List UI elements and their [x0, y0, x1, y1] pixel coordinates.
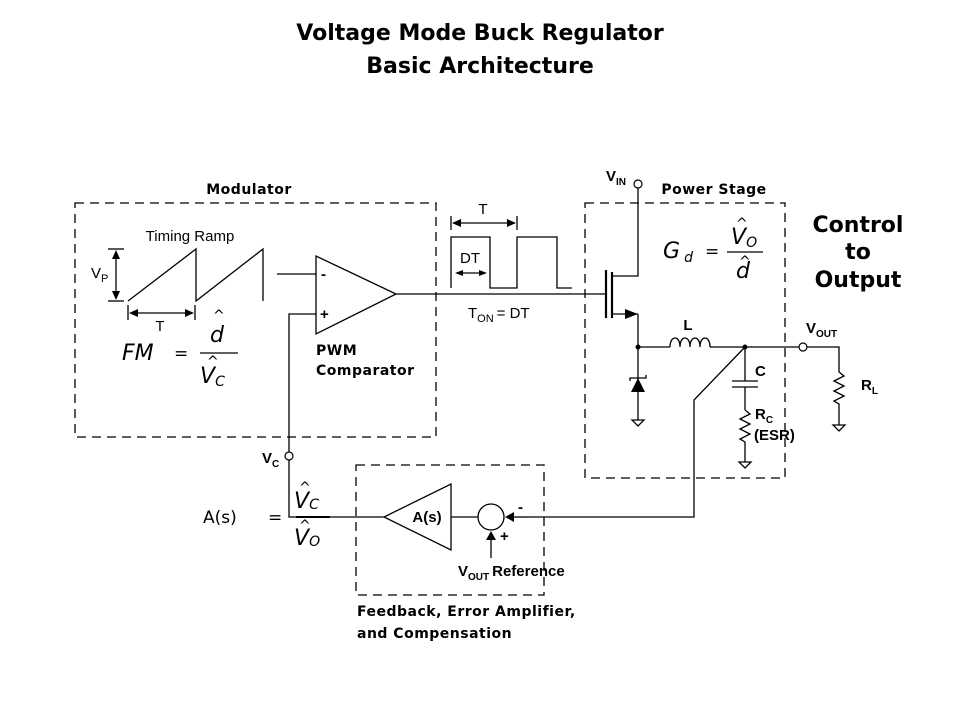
side-note-line-3: Output: [815, 268, 902, 293]
comparator-minus-sign: -: [321, 266, 326, 283]
output-sense-wire: [530, 346, 746, 518]
timing-ramp-waveform: [127, 247, 264, 303]
feedback-label-2: and Compensation: [357, 626, 512, 642]
pwm-period-dimension: [450, 216, 518, 230]
feedback-label-1: Feedback, Error Amplifier,: [357, 604, 576, 620]
fm-den-hat: ^: [207, 354, 219, 370]
modulator-label: Modulator: [206, 182, 292, 198]
ramp-period-label: T: [155, 318, 164, 335]
title-line-2: Basic Architecture: [366, 54, 594, 79]
timing-ramp-label: Timing Ramp: [146, 228, 235, 245]
esr-note: (ESR): [754, 427, 795, 444]
cap-ground-icon: [737, 461, 753, 469]
as-den-hat: ^: [299, 518, 311, 534]
as-equals: =: [268, 508, 282, 528]
gd-num-hat: ^: [736, 216, 748, 232]
vc-terminal: [284, 451, 294, 461]
pwm-waveform: [450, 236, 572, 289]
pwm-period-label: T: [478, 201, 487, 218]
vc-feedback-wire: [288, 313, 316, 452]
gd-equals: =: [705, 242, 719, 262]
modulator-block: [74, 202, 437, 438]
esr-resistor: [738, 409, 752, 462]
vp-dimension: [108, 248, 124, 302]
title-line-1: Voltage Mode Buck Regulator: [296, 21, 664, 46]
vin-label: VIN: [606, 168, 626, 188]
sum-minus-arrow: [505, 512, 514, 522]
side-note-line-2: to: [845, 240, 871, 265]
dt-label: DT: [460, 250, 480, 267]
vin-terminal: [633, 179, 643, 189]
amp-label: A(s): [412, 509, 441, 526]
fm-denominator: VC: [200, 364, 225, 390]
vout-terminal: [798, 342, 808, 352]
schottky-diode: [629, 347, 647, 420]
pwm-label: PWM: [316, 343, 357, 359]
as-num-hat: ^: [299, 480, 311, 496]
amp-output-wire: [288, 460, 384, 518]
output-capacitor: [732, 347, 758, 410]
diode-ground-icon: [630, 419, 646, 427]
side-note-line-1: Control: [813, 213, 904, 238]
sum-plus-sign: +: [500, 528, 509, 545]
power-stage-block: [584, 202, 786, 479]
esr-label: RC: [755, 406, 773, 426]
vc-label: VC: [262, 450, 279, 470]
fm-equals: =: [174, 344, 188, 364]
load-wire: [807, 346, 840, 372]
sum-minus-sign: -: [518, 499, 523, 516]
load-resistor: [832, 371, 846, 425]
gd-denominator: d: [736, 259, 751, 284]
fm-lhs: FM: [122, 341, 154, 366]
ramp-period-dimension: [127, 305, 196, 320]
comparator-plus-sign: +: [320, 306, 329, 323]
inductor-label: L: [683, 317, 692, 334]
comparator-label: Comparator: [316, 363, 415, 379]
gd-den-hat: ^: [739, 254, 751, 270]
as-lhs: A(s): [203, 508, 237, 528]
pwm-comparator: [315, 254, 398, 336]
mosfet-switch: [604, 270, 639, 347]
inductor: [669, 337, 711, 348]
load-ground-icon: [831, 424, 847, 432]
vout-label: VOUT: [806, 320, 837, 340]
summing-junction: [477, 503, 505, 531]
dt-dimension: [455, 270, 487, 276]
vin-drain-wire: [612, 188, 639, 277]
fm-numerator: d: [210, 323, 225, 348]
power-stage-label: Power Stage: [661, 182, 766, 198]
as-denominator: VO: [294, 526, 320, 551]
sum-plus-arrow: [486, 531, 496, 540]
fm-num-hat: ^: [213, 308, 225, 324]
feedback-block: [355, 464, 545, 596]
as-numerator: VC: [294, 489, 319, 514]
capacitor-label: C: [755, 363, 766, 380]
vp-label: VP: [91, 265, 108, 285]
error-amplifier: [382, 482, 452, 552]
gd-numerator: VO: [731, 225, 757, 251]
ton-equation: TON= DT: [468, 305, 530, 325]
load-label: RL: [861, 377, 878, 397]
